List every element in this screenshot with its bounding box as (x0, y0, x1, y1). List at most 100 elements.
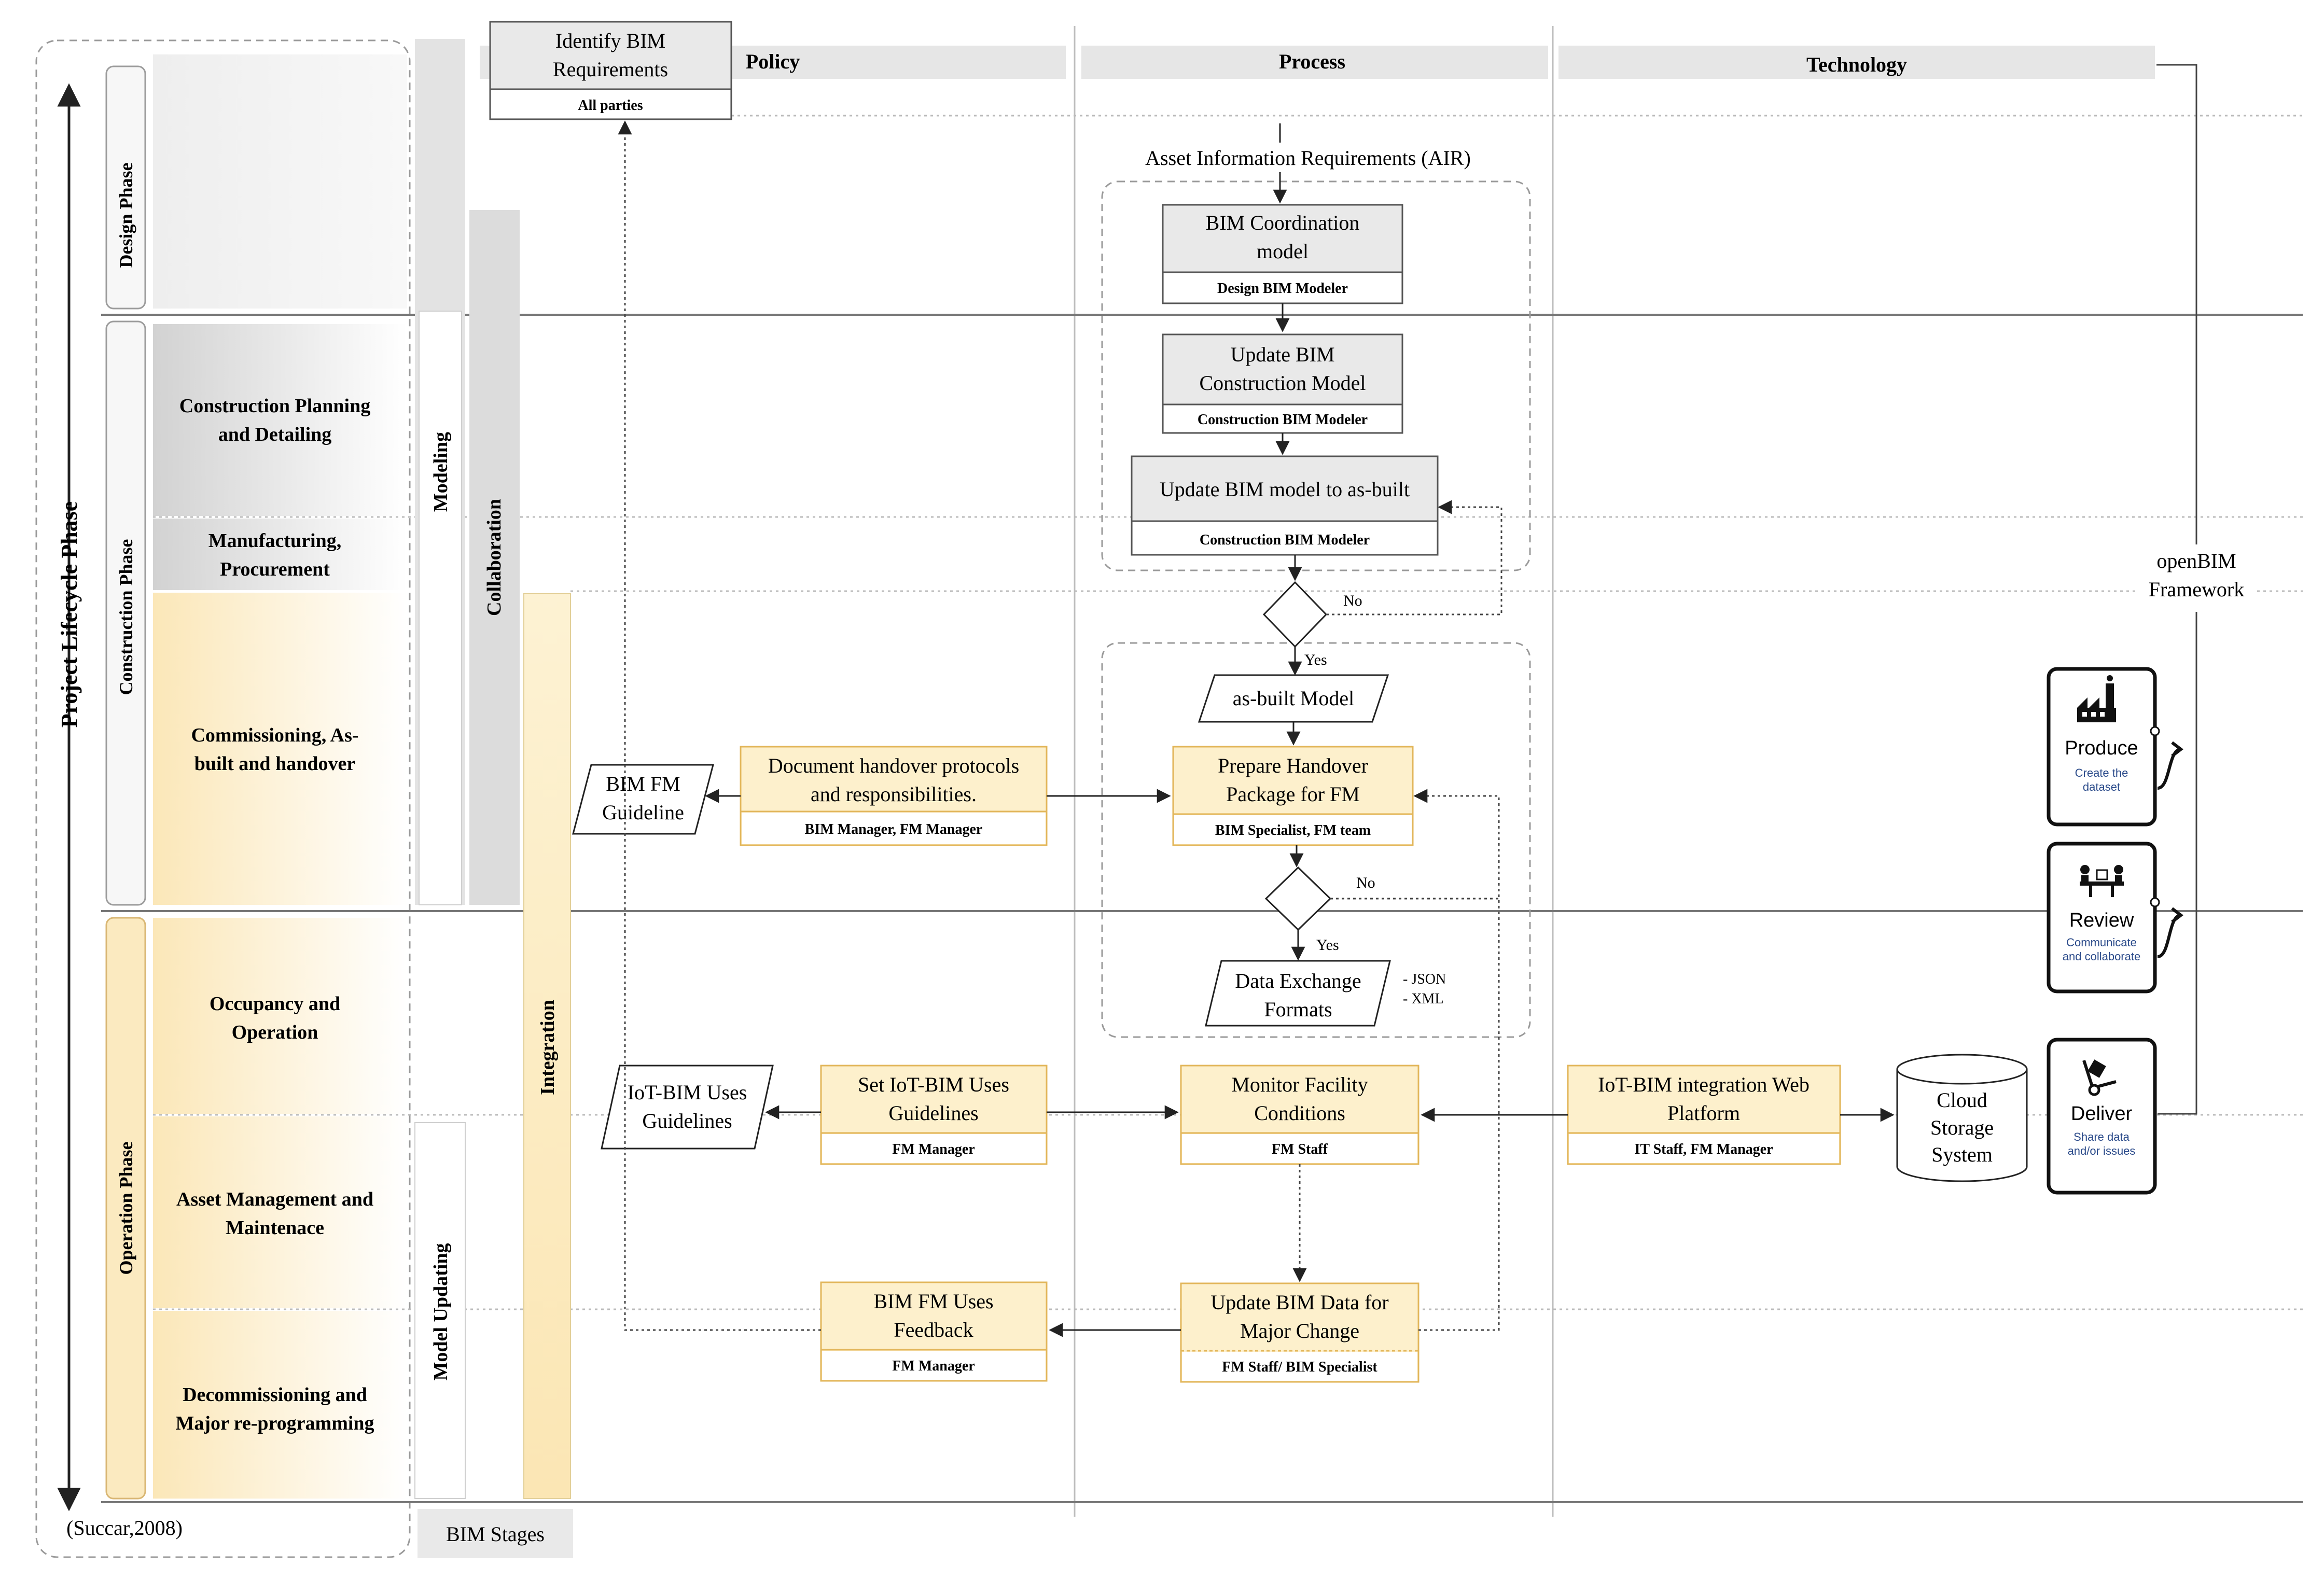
as-built-model-data (1198, 674, 1389, 723)
svg-text:and responsibilities.: and responsibilities. (811, 782, 977, 806)
technology-header-band (1558, 46, 2155, 79)
svg-text:FM Manager: FM Manager (892, 1141, 975, 1157)
stage-label: Manufacturing, (208, 530, 342, 552)
update-major-change-box: Update BIM Data for Major Change FM Staf… (1180, 1282, 1420, 1383)
factory-icon (2077, 675, 2116, 722)
monitor-facility-box: Monitor Facility Conditions FM Staff (1180, 1065, 1420, 1165)
bim-coordination-box: BIM Coordination model Design BIM Modele… (1162, 204, 1403, 304)
bim-fm-feedback-box: BIM FM Uses Feedback FM Manager (820, 1281, 1048, 1382)
openbim-label-bg (2137, 544, 2256, 612)
stage-label: Maintenace (226, 1217, 324, 1239)
decision-diamond-2 (1264, 866, 1332, 931)
review-connector (2157, 914, 2181, 958)
svg-text:IoT-BIM integration Web: IoT-BIM integration Web (1598, 1073, 1810, 1096)
svg-text:Prepare Handover: Prepare Handover (1218, 754, 1368, 777)
stage-label: Asset Management and (176, 1188, 373, 1210)
stage-asset-management (153, 1116, 407, 1308)
decision-diamond-1 (1262, 581, 1328, 648)
hand-truck-icon (2082, 1059, 2117, 1096)
data-exchange-label: Formats (1264, 998, 1332, 1021)
produce-connector-arrowhead (2171, 741, 2183, 758)
iot-bim-guidelines-label: Guidelines (642, 1109, 732, 1132)
svg-text:Construction BIM Modeler: Construction BIM Modeler (1198, 412, 1368, 428)
svg-text:Update BIM Data for: Update BIM Data for (1210, 1291, 1388, 1314)
openbim-label: Framework (2149, 578, 2244, 601)
design-phase-box (105, 65, 146, 310)
svg-text:IT Staff, FM Manager: IT Staff, FM Manager (1635, 1141, 1773, 1157)
modeling-label: Modeling (430, 432, 452, 512)
svg-text:BIM FM Uses: BIM FM Uses (873, 1290, 993, 1313)
collaboration-bar (469, 210, 520, 905)
collaboration-label: Collaboration (483, 499, 505, 616)
no-label-1: No (1343, 592, 1362, 609)
yes-label-2: Yes (1316, 936, 1339, 954)
svg-text:Monitor Facility: Monitor Facility (1231, 1073, 1368, 1096)
operation-phase-label: Operation Phase (116, 1141, 136, 1275)
stage-label: Construction Planning (179, 395, 370, 417)
produce-connector (2157, 748, 2181, 790)
svg-text:and/or issues: and/or issues (2068, 1144, 2136, 1157)
svg-text:Document handover protocols: Document handover protocols (768, 754, 1019, 777)
svg-text:Major Change: Major Change (1240, 1319, 1359, 1342)
no-loop-arrow-1 (1326, 500, 1502, 615)
stage-label: Operation (232, 1022, 318, 1043)
stage-label: Decommissioning and (183, 1384, 367, 1406)
svg-text:System: System (1931, 1143, 1993, 1166)
stage-decommissioning (153, 1311, 407, 1499)
stage-label: Procurement (220, 558, 330, 580)
review-card: Review Communicate and collaborate (2047, 842, 2160, 994)
lifecycle-title: Project Lifecycle Phase (57, 501, 82, 728)
svg-text:Share data: Share data (2073, 1130, 2130, 1143)
openbim-label: openBIM (2156, 549, 2236, 572)
lifecycle-boundary (35, 39, 411, 1558)
as-built-model-label: as-built Model (1233, 687, 1354, 710)
svg-text:Platform: Platform (1667, 1101, 1740, 1125)
operation-phase-box (105, 917, 146, 1500)
stage-label: Occupancy and (210, 993, 340, 1015)
prepare-handover-box: Prepare Handover Package for FM BIM Spec… (1172, 746, 1414, 846)
data-exchange-formats (1205, 960, 1391, 1027)
data-exchange-label: Data Exchange (1235, 969, 1361, 992)
bim-fm-guideline (572, 764, 714, 835)
bim-fm-guideline-label: BIM FM (606, 772, 680, 795)
svg-text:dataset: dataset (2083, 780, 2120, 793)
iot-bim-guidelines (601, 1065, 774, 1150)
design-stage-fill (153, 54, 407, 309)
technology-header: Technology (1806, 53, 1907, 76)
svg-text:Feedback: Feedback (894, 1318, 973, 1341)
stage-manufacturing (153, 519, 407, 590)
svg-text:Cloud: Cloud (1937, 1088, 1987, 1112)
svg-text:Produce: Produce (2065, 737, 2138, 759)
review-connector-arrowhead (2171, 907, 2183, 924)
construction-phase-box (105, 320, 146, 906)
process-header-band (1081, 46, 1548, 79)
svg-text:BIM Manager, FM Manager: BIM Manager, FM Manager (805, 821, 983, 837)
process-header: Process (1279, 50, 1345, 73)
produce-card: Produce Create the dataset (2047, 667, 2160, 827)
svg-text:All parties: All parties (578, 97, 643, 114)
update-construction-box: Update BIM Construction Model Constructi… (1162, 333, 1403, 434)
stage-label: Major re-programming (175, 1412, 374, 1434)
set-iot-bim-box: Set IoT-BIM Uses Guidelines FM Manager (820, 1065, 1048, 1165)
citation: (Succar,2008) (66, 1516, 183, 1540)
cloud-storage-cylinder: Cloud Storage System (1896, 1054, 2028, 1182)
svg-text:FM Manager: FM Manager (892, 1358, 975, 1374)
iot-bim-guidelines-label: IoT-BIM Uses (628, 1081, 747, 1104)
policy-header: Policy (746, 50, 800, 73)
handover-group (1101, 642, 1531, 1038)
svg-text:Identify BIM: Identify BIM (555, 29, 665, 52)
svg-text:Update BIM: Update BIM (1230, 343, 1334, 366)
no-label-2: No (1356, 874, 1375, 891)
format-xml: - XML (1403, 991, 1444, 1007)
yes-label-1: Yes (1304, 651, 1327, 668)
svg-text:model: model (1257, 240, 1309, 263)
integration-label: Integration (537, 1000, 559, 1095)
integration-bar (523, 593, 571, 1499)
stage-commissioning (153, 593, 407, 905)
svg-text:FM Staff: FM Staff (1272, 1141, 1328, 1157)
feedback-loop-arrow (618, 120, 821, 1331)
svg-text:Design BIM Modeler: Design BIM Modeler (1217, 281, 1348, 297)
svg-text:Construction BIM Modeler: Construction BIM Modeler (1200, 532, 1370, 548)
svg-text:Communicate: Communicate (2066, 936, 2137, 949)
